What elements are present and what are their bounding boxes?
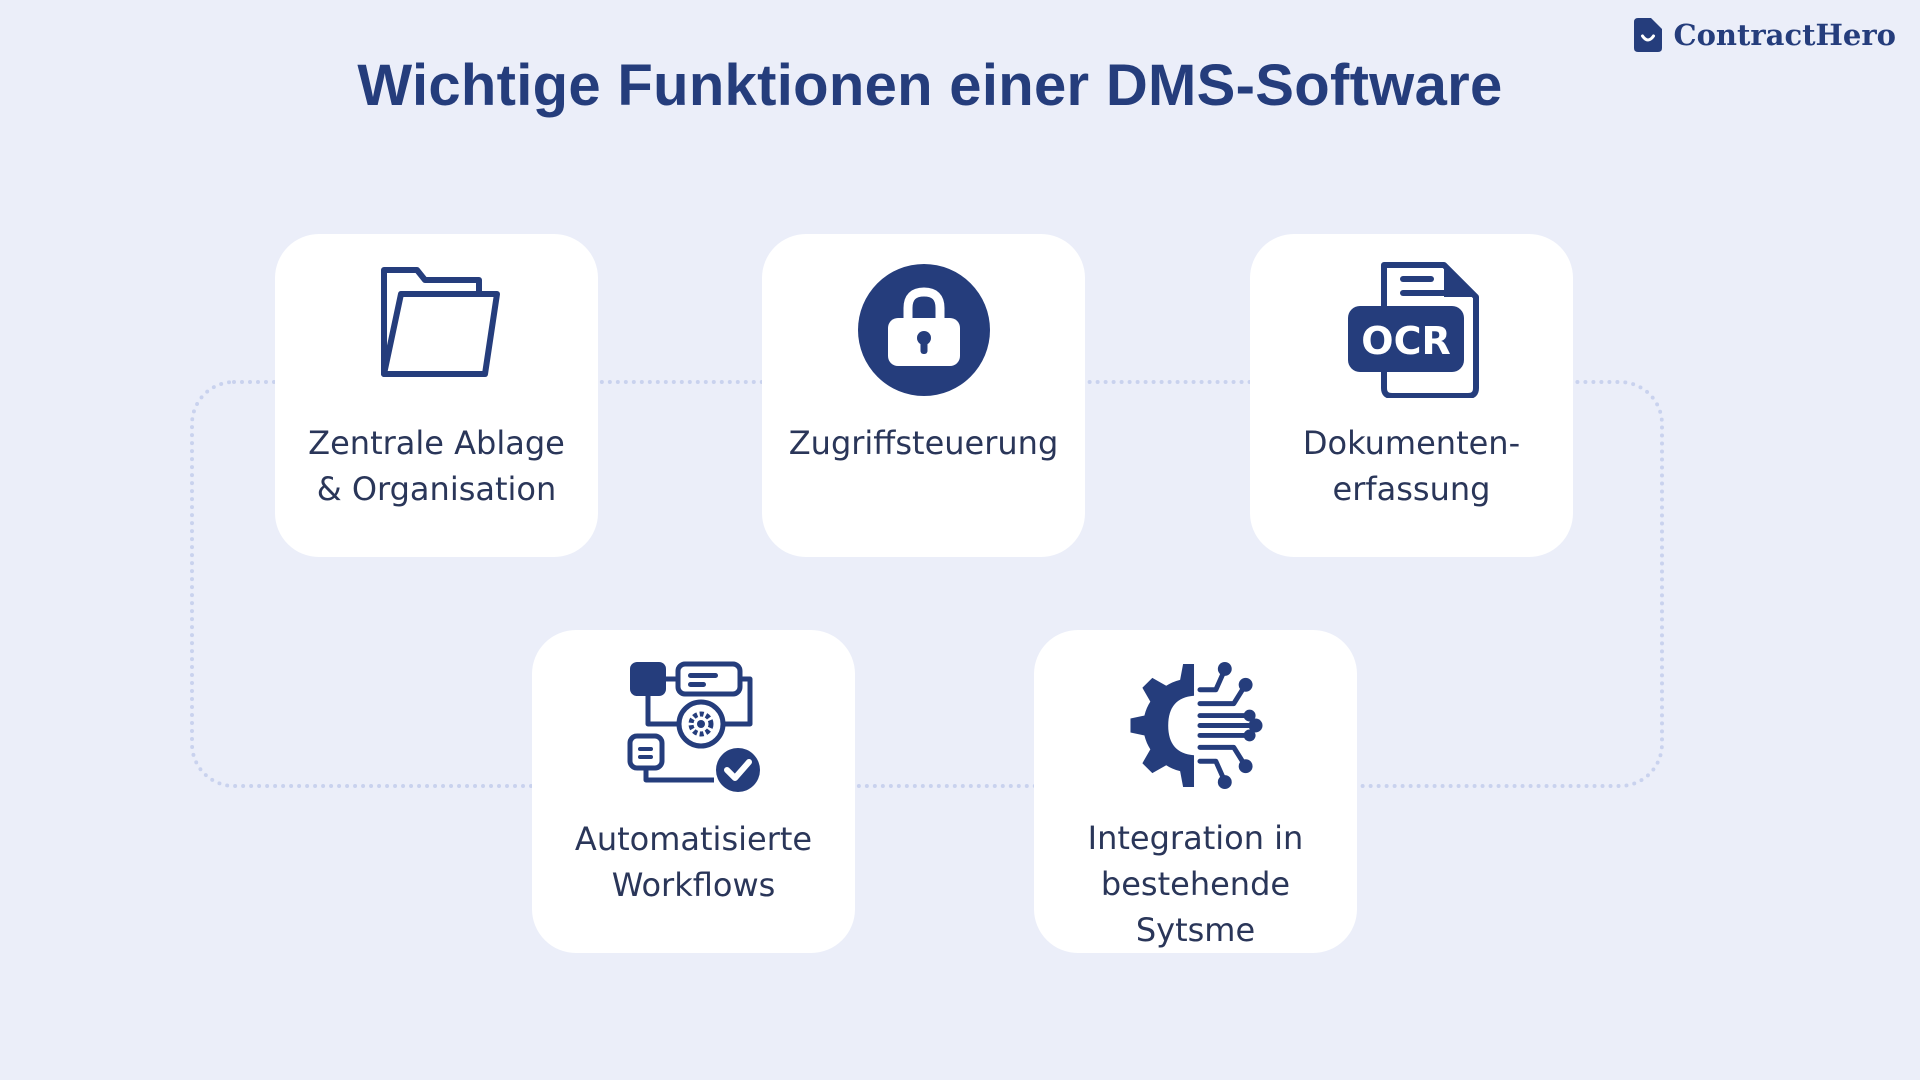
page-title: Wichtige Funktionen einer DMS-Software <box>357 53 1503 118</box>
feature-card-central-storage: Zentrale Ablage & Organisation <box>275 234 598 557</box>
brand-logo: ContractHero <box>1633 18 1897 52</box>
feature-card-automated-workflows: Automatisierte Workflows <box>532 630 855 953</box>
ocr-document-icon: OCR <box>1347 262 1479 398</box>
gear-circuit-icon <box>1129 661 1263 790</box>
feature-label: Zugriffsteuerung <box>788 424 1059 462</box>
feature-label: Dokumenten- erfassung <box>1302 424 1521 508</box>
brand-name: ContractHero <box>1673 18 1897 52</box>
folder-icon <box>380 267 500 377</box>
feature-card-document-capture: OCR Dokumenten- erfassung <box>1250 234 1573 557</box>
feature-card-access-control: Zugriffsteuerung <box>762 234 1085 557</box>
feature-card-system-integration: Integration in bestehende Sytsme <box>1034 630 1357 953</box>
feature-label: Automatisierte Workflows <box>574 820 813 904</box>
svg-text:OCR: OCR <box>1361 319 1450 363</box>
feature-label: Zentrale Ablage & Organisation <box>308 424 565 508</box>
workflow-icon <box>627 661 760 792</box>
padlock-icon <box>857 264 990 396</box>
feature-label: Integration in bestehende Sytsme <box>1087 819 1304 949</box>
document-smile-icon <box>1633 18 1662 52</box>
